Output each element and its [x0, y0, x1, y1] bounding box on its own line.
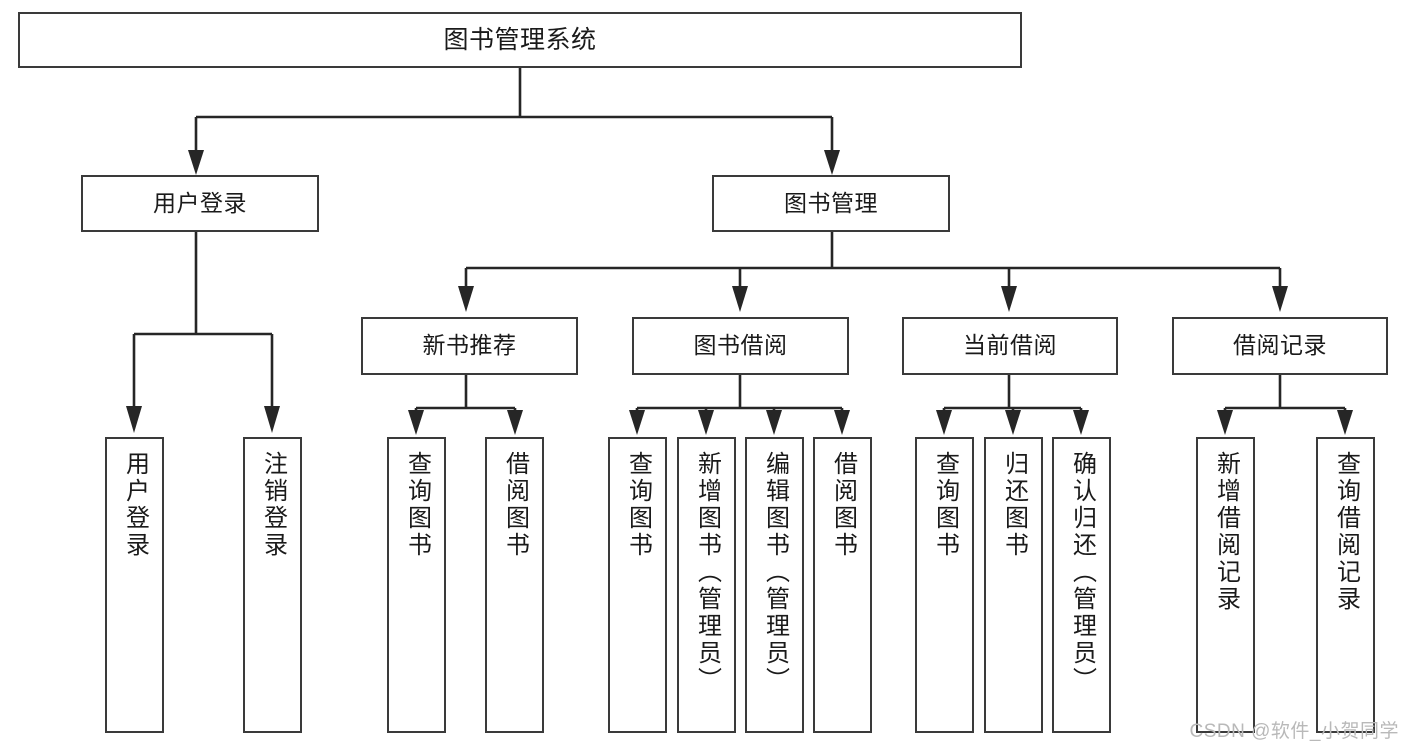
arrowhead-leaf-edit-book — [766, 410, 782, 435]
arrowhead-leaf-query-book-3 — [936, 410, 952, 435]
node-leaf-return-book[interactable]: 归还图书 — [984, 437, 1043, 733]
node-current-borrow[interactable]: 当前借阅 — [902, 317, 1118, 375]
node-leaf-borrow-book-2[interactable]: 借阅图书 — [813, 437, 872, 733]
node-leaf-user-login[interactable]: 用户登录 — [105, 437, 164, 733]
node-leaf-borrow-book-1[interactable]: 借阅图书 — [485, 437, 544, 733]
node-user-login[interactable]: 用户登录 — [81, 175, 319, 232]
node-leaf-borrow-book-2-label: 借阅图书 — [829, 451, 857, 559]
node-book-borrow[interactable]: 图书借阅 — [632, 317, 849, 375]
arrowhead-leaf-add-record — [1217, 410, 1233, 435]
node-leaf-edit-book[interactable]: 编辑图书（管理员） — [745, 437, 804, 733]
arrowhead-leaf-user-login — [126, 406, 142, 433]
arrowhead-leaf-borrow-book-2 — [834, 410, 850, 435]
arrowhead-leaf-query-book-1 — [408, 410, 424, 435]
arrowhead-user-login — [188, 150, 204, 175]
arrowhead-leaf-logout — [264, 406, 280, 433]
node-leaf-return-book-label: 归还图书 — [1000, 451, 1028, 559]
node-leaf-query-book-2[interactable]: 查询图书 — [608, 437, 667, 733]
arrowhead-book-borrow — [732, 286, 748, 312]
arrowhead-leaf-borrow-book-1 — [507, 410, 523, 435]
arrowhead-leaf-query-record — [1337, 410, 1353, 435]
node-current-borrow-label: 当前借阅 — [963, 332, 1057, 359]
node-user-login-label: 用户登录 — [153, 189, 247, 216]
node-book-manage[interactable]: 图书管理 — [712, 175, 950, 232]
arrowhead-leaf-return-book — [1005, 410, 1021, 435]
node-leaf-query-book-2-label: 查询图书 — [624, 451, 652, 559]
node-root[interactable]: 图书管理系统 — [18, 12, 1022, 68]
node-borrow-record-label: 借阅记录 — [1233, 332, 1327, 359]
csdn-watermark: CSDN @软件_小贺同学 — [1189, 721, 1399, 742]
node-leaf-confirm-return[interactable]: 确认归还（管理员） — [1052, 437, 1111, 733]
node-leaf-add-record[interactable]: 新增借阅记录 — [1196, 437, 1255, 733]
node-leaf-add-book[interactable]: 新增图书（管理员） — [677, 437, 736, 733]
arrowhead-leaf-query-book-2 — [629, 410, 645, 435]
node-borrow-record[interactable]: 借阅记录 — [1172, 317, 1388, 375]
node-leaf-query-book-1-label: 查询图书 — [403, 451, 431, 559]
arrowhead-current-borrow — [1001, 286, 1017, 312]
arrowhead-borrow-record — [1272, 286, 1288, 312]
arrowhead-leaf-add-book — [698, 410, 714, 435]
node-leaf-query-record[interactable]: 查询借阅记录 — [1316, 437, 1375, 733]
arrowhead-new-book-rec — [458, 286, 474, 312]
node-book-manage-label: 图书管理 — [784, 189, 878, 216]
node-leaf-query-book-3-label: 查询图书 — [931, 451, 959, 559]
node-leaf-borrow-book-1-label: 借阅图书 — [501, 451, 529, 559]
node-leaf-user-login-label: 用户登录 — [121, 451, 149, 559]
arrowhead-book-manage — [824, 150, 840, 175]
node-leaf-add-record-label: 新增借阅记录 — [1212, 451, 1240, 613]
node-leaf-add-book-label: 新增图书（管理员） — [693, 451, 721, 694]
node-leaf-query-book-1[interactable]: 查询图书 — [387, 437, 446, 733]
node-leaf-confirm-return-label: 确认归还（管理员） — [1068, 451, 1096, 694]
node-leaf-query-record-label: 查询借阅记录 — [1332, 451, 1360, 613]
arrowhead-leaf-confirm-return — [1073, 410, 1089, 435]
node-new-book-rec[interactable]: 新书推荐 — [361, 317, 578, 375]
node-leaf-logout-label: 注销登录 — [259, 451, 287, 559]
node-book-borrow-label: 图书借阅 — [693, 332, 788, 359]
node-root-label: 图书管理系统 — [443, 26, 597, 54]
node-leaf-logout[interactable]: 注销登录 — [243, 437, 302, 733]
node-leaf-edit-book-label: 编辑图书（管理员） — [761, 451, 789, 694]
node-new-book-rec-label: 新书推荐 — [422, 332, 517, 359]
node-leaf-query-book-3[interactable]: 查询图书 — [915, 437, 974, 733]
